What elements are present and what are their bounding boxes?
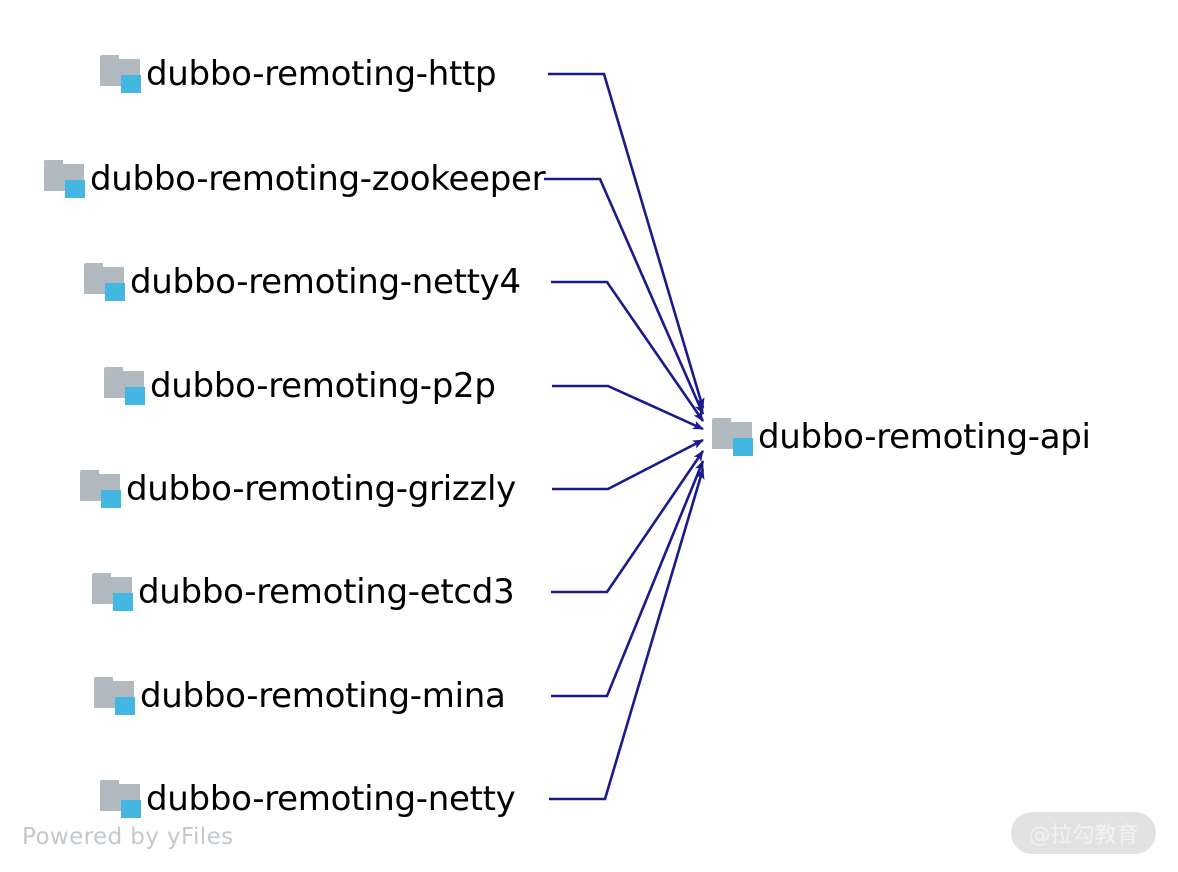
edge-dubbo-remoting-mina-to-dubbo-remoting-api (551, 460, 705, 698)
node-dubbo-remoting-zookeeper[interactable]: dubbo-remoting-zookeeper (44, 159, 546, 199)
node-dubbo-remoting-grizzly[interactable]: dubbo-remoting-grizzly (80, 470, 516, 508)
node-label: dubbo-remoting-netty (146, 779, 516, 819)
node-label: dubbo-remoting-api (758, 417, 1091, 457)
node-dubbo-remoting-etcd3[interactable]: dubbo-remoting-etcd3 (92, 572, 515, 612)
node-dubbo-remoting-mina[interactable]: dubbo-remoting-mina (94, 677, 506, 715)
node-dubbo-remoting-netty4[interactable]: dubbo-remoting-netty4 (84, 263, 521, 301)
node-dubbo-remoting-api[interactable]: dubbo-remoting-api (712, 418, 1091, 456)
watermark-text: @拉勾教育 (1028, 823, 1139, 848)
folder-icon (94, 677, 136, 715)
edge-dubbo-remoting-http-to-dubbo-remoting-api (548, 72, 705, 409)
folder-icon (100, 55, 142, 93)
edge-paths (544, 72, 705, 801)
node-dubbo-remoting-netty[interactable]: dubbo-remoting-netty (100, 780, 516, 818)
node-label: dubbo-remoting-http (146, 54, 497, 94)
node-dubbo-remoting-p2p[interactable]: dubbo-remoting-p2p (104, 367, 496, 405)
edge-dubbo-remoting-netty-to-dubbo-remoting-api (549, 468, 705, 801)
folder-icon (44, 160, 86, 198)
edge-dubbo-remoting-grizzly-to-dubbo-remoting-api (552, 438, 704, 491)
node-dubbo-remoting-http[interactable]: dubbo-remoting-http (100, 54, 497, 94)
node-label: dubbo-remoting-grizzly (126, 469, 516, 509)
edge-dubbo-remoting-etcd3-to-dubbo-remoting-api (551, 450, 705, 594)
edge-dubbo-remoting-p2p-to-dubbo-remoting-api (552, 384, 704, 431)
node-label: dubbo-remoting-p2p (150, 366, 496, 406)
node-label: dubbo-remoting-etcd3 (138, 572, 515, 612)
edge-dubbo-remoting-zookeeper-to-dubbo-remoting-api (544, 177, 705, 415)
node-label: dubbo-remoting-netty4 (130, 262, 521, 302)
folder-icon (84, 263, 126, 301)
folder-icon (80, 470, 122, 508)
folder-icon (92, 573, 134, 611)
node-label: dubbo-remoting-mina (140, 676, 506, 716)
node-label: dubbo-remoting-zookeeper (90, 159, 546, 199)
folder-icon (712, 418, 754, 456)
edge-dubbo-remoting-netty4-to-dubbo-remoting-api (551, 280, 705, 422)
powered-by-yfiles-label: Powered by yFiles (22, 824, 234, 850)
folder-icon (100, 780, 142, 818)
watermark-badge: @拉勾教育 (1011, 812, 1156, 854)
folder-icon (104, 367, 146, 405)
